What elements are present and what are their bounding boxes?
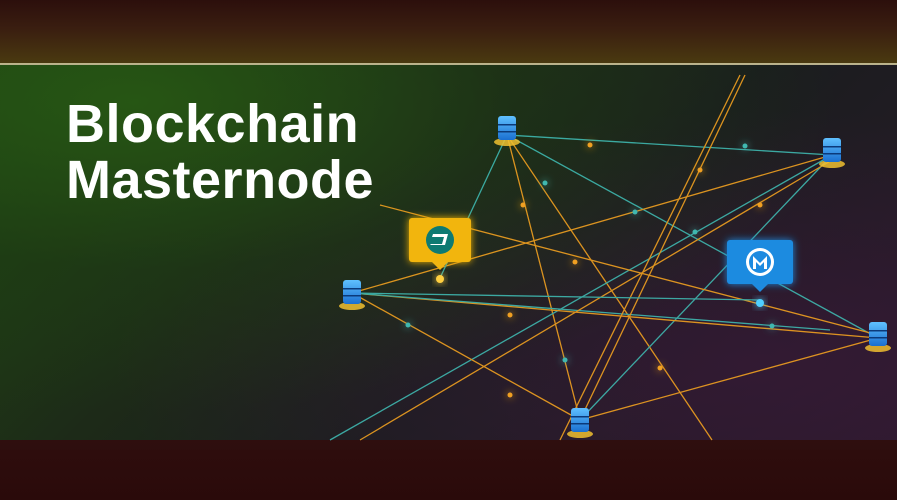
link-line xyxy=(559,74,741,441)
top-divider xyxy=(0,63,897,65)
link-line xyxy=(579,337,879,421)
top-band xyxy=(0,0,897,64)
signal-dot xyxy=(632,209,638,215)
signal-dot xyxy=(657,365,663,371)
signal-dot xyxy=(572,259,578,265)
link-line xyxy=(351,292,581,421)
server-node-icon xyxy=(865,322,891,352)
link-line xyxy=(506,134,833,156)
link-line xyxy=(506,134,879,339)
page-title: Blockchain Masternode xyxy=(66,96,374,208)
link-line xyxy=(351,292,879,339)
signal-dot xyxy=(405,322,411,328)
signal-dots xyxy=(405,142,775,398)
link-line xyxy=(579,74,746,421)
signal-dot xyxy=(562,357,568,363)
signal-dot xyxy=(697,167,703,173)
link-line xyxy=(579,154,833,421)
server-node-icon xyxy=(494,116,520,146)
signal-dot xyxy=(692,229,698,235)
title-line-2: Masternode xyxy=(66,150,375,210)
title-line-1: Blockchain xyxy=(66,94,360,154)
link-line xyxy=(359,159,833,441)
signal-dot xyxy=(757,202,763,208)
signal-dot xyxy=(520,202,526,208)
m-coin-logo-icon xyxy=(727,240,793,307)
link-line xyxy=(351,292,761,301)
link-line xyxy=(506,134,581,421)
signal-dot xyxy=(769,323,775,329)
signal-dot xyxy=(587,142,593,148)
server-node-icon xyxy=(819,138,845,168)
link-line xyxy=(351,154,833,294)
signal-dot xyxy=(742,143,748,149)
signal-dot xyxy=(507,312,513,318)
server-node-icon xyxy=(567,408,593,438)
signal-dot xyxy=(542,180,548,186)
server-node-icon xyxy=(339,280,365,310)
dash-logo-icon xyxy=(409,218,471,283)
link-line xyxy=(351,292,831,331)
link-line xyxy=(506,134,713,441)
bottom-band xyxy=(0,440,897,500)
signal-dot xyxy=(507,392,513,398)
